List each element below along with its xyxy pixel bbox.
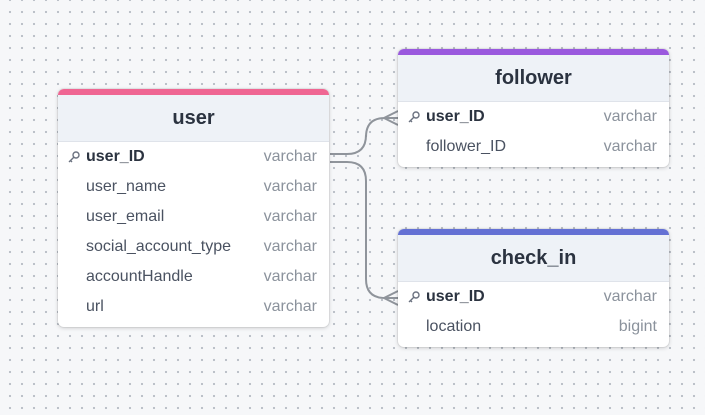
field-type: bigint	[618, 318, 657, 335]
field-name: social_account_type	[86, 238, 231, 255]
table-accent-bar	[398, 229, 669, 235]
table-row[interactable]: social_account_type varchar	[58, 232, 329, 262]
field-type: varchar	[263, 178, 317, 195]
field-type: varchar	[263, 148, 317, 165]
table-row[interactable]: user_email varchar	[58, 202, 329, 232]
connector-user-to-check-in[interactable]	[330, 161, 399, 299]
table-row[interactable]: follower_ID varchar	[398, 132, 669, 162]
field-name: user_ID	[426, 108, 485, 125]
field-type: varchar	[263, 208, 317, 225]
table-row[interactable]: location bigint	[398, 312, 669, 342]
field-type: varchar	[603, 138, 657, 155]
table-row[interactable]: user_ID varchar	[398, 102, 669, 132]
field-type: varchar	[603, 108, 657, 125]
table-user[interactable]: user user_ID varchar user_name varchar u…	[58, 89, 329, 327]
table-accent-bar	[58, 89, 329, 95]
key-icon	[407, 110, 421, 124]
field-name: user_email	[86, 208, 165, 225]
table-check-in[interactable]: check_in user_ID varchar location bigint	[398, 229, 669, 347]
field-type: varchar	[603, 288, 657, 305]
field-name: url	[86, 298, 104, 315]
field-name: user_name	[86, 178, 167, 195]
field-name: location	[426, 318, 482, 335]
table-row[interactable]: user_ID varchar	[398, 282, 669, 312]
table-row[interactable]: url varchar	[58, 292, 329, 322]
table-header[interactable]: user	[58, 95, 329, 142]
field-type: varchar	[263, 238, 317, 255]
table-row[interactable]: user_ID varchar	[58, 142, 329, 172]
field-name: user_ID	[86, 148, 145, 165]
table-follower[interactable]: follower user_ID varchar follower_ID var…	[398, 49, 669, 167]
table-row[interactable]: accountHandle varchar	[58, 262, 329, 292]
field-name: user_ID	[426, 288, 485, 305]
field-name: accountHandle	[86, 268, 193, 285]
field-type: varchar	[263, 298, 317, 315]
crowfoot-follower	[383, 110, 399, 126]
table-header[interactable]: follower	[398, 55, 669, 102]
key-icon	[407, 290, 421, 304]
crowfoot-check-in	[383, 290, 399, 306]
field-type: varchar	[263, 268, 317, 285]
table-accent-bar	[398, 49, 669, 55]
field-name: follower_ID	[426, 138, 507, 155]
key-icon	[67, 150, 81, 164]
table-row[interactable]: user_name varchar	[58, 172, 329, 202]
connector-user-to-follower[interactable]	[330, 117, 399, 155]
table-header[interactable]: check_in	[398, 235, 669, 282]
